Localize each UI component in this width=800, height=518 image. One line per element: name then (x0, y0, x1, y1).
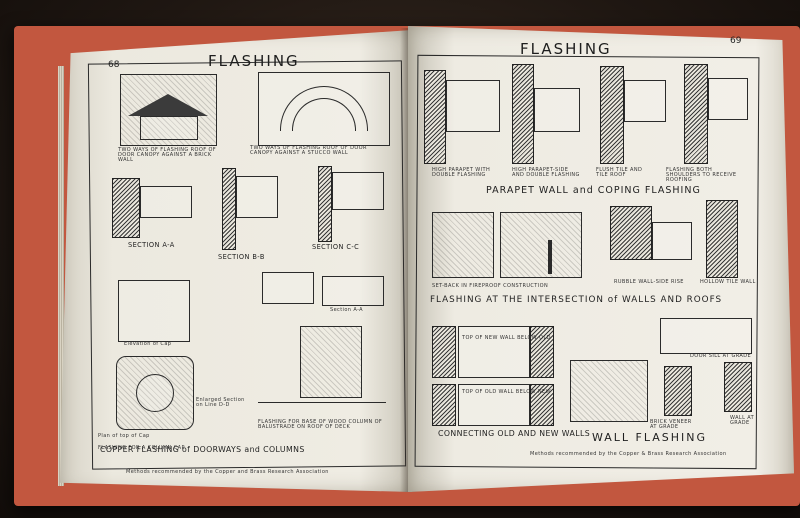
wall-flashing-title: WALL FLASHING (592, 431, 708, 444)
setback-drawing-1 (432, 212, 494, 278)
old-wall-right (530, 384, 554, 426)
new-wall-left (432, 326, 456, 378)
hollow-tile-drawing (706, 200, 738, 278)
balustrade-drawing (300, 326, 362, 398)
deck-line (258, 402, 386, 403)
parapet-4-detail (708, 78, 748, 120)
steel-beam (548, 240, 552, 274)
enlarged-section-label: Enlarged Section on Line D-D (196, 397, 245, 408)
gable-caption: TWO WAYS OF FLASHING ROOF OF DOOR CANOPY… (118, 147, 217, 163)
parapet-2-detail (534, 88, 580, 132)
left-footer-credit: Methods recommended by the Copper and Br… (126, 469, 329, 475)
parapet-1-wall (424, 70, 446, 164)
section-c-bracket (332, 172, 384, 210)
connecting-walls-label: CONNECTING OLD AND NEW WALLS (438, 429, 591, 438)
left-page-number: 68 (108, 60, 120, 70)
brick-veneer-drawing (664, 366, 692, 416)
set-back-label: SET-BACK IN FIREPROOF CONSTRUCTION (432, 283, 549, 289)
arch-caption: TWO WAYS OF FLASHING ROOF OF DOOR CANOPY… (250, 145, 367, 156)
wall-grade-drawing (724, 362, 752, 412)
top-new-wall-label: TOP OF NEW WALL BELOW OLD (462, 335, 551, 341)
parapet-1-detail (446, 80, 500, 132)
parapet-section-title: PARAPET WALL and COPING FLASHING (486, 185, 701, 196)
hollow-tile-label: HOLLOW TILE WALL (700, 279, 756, 285)
roof-flashing-view (262, 272, 314, 304)
old-wall-detail (458, 384, 530, 426)
section-b-bracket (236, 176, 278, 218)
intersection-section-title: FLASHING AT THE INTERSECTION of WALLS AN… (430, 295, 723, 305)
section-b-label: SECTION B-B (218, 253, 265, 261)
new-wall-detail (458, 326, 530, 378)
section-a2-drawing (322, 276, 384, 306)
section-a2-label: Section A-A (330, 307, 363, 313)
top-old-wall-label: TOP OF OLD WALL BELOW NEW (462, 389, 551, 395)
elevation-cap-label: Elevation of Cap (124, 341, 172, 347)
gable-window (140, 116, 198, 140)
parapet-3-detail (624, 80, 666, 122)
parapet-2-wall (512, 64, 534, 164)
left-footer-title: COPPER FLASHING of DOORWAYS and COLUMNS (100, 445, 305, 454)
parapet-3-wall (600, 66, 624, 164)
high-parapet-single-label: HIGH PARAPET-SIDE AND DOUBLE FLASHING (512, 167, 580, 178)
page-edges (58, 66, 64, 486)
brick-veneer-label: BRICK VENEER AT GRADE (650, 419, 692, 430)
flashing-both-label: FLASHING BOTH SHOULDERS TO RECEIVE ROOFI… (666, 167, 737, 183)
section-a-label: SECTION A-A (128, 241, 175, 249)
right-page-number: 69 (730, 36, 742, 46)
high-parapet-double-label: HIGH PARAPET WITH DOUBLE FLASHING (432, 167, 491, 178)
gable-roof-shape (128, 94, 208, 116)
section-a-bracket (140, 186, 192, 218)
rubble-wall-drawing (610, 206, 652, 260)
parapet-4-wall (684, 64, 708, 164)
left-page-title: FLASHING (208, 52, 300, 70)
column-plan-circle (136, 374, 174, 412)
balustrade-caption: FLASHING FOR BASE OF WOOD COLUMN OF BALU… (258, 419, 383, 430)
section-b-wall (222, 168, 236, 250)
rubble-wall-label: RUBBLE WALL-SIDE RISE (614, 279, 684, 285)
wall-grade-label: WALL AT GRADE (730, 415, 755, 426)
door-sill-label: DOOR SILL AT GRADE (690, 353, 752, 359)
connecting-wall-drawing (570, 360, 648, 422)
section-a-wall (112, 178, 140, 238)
section-c-label: SECTION C-C (312, 243, 360, 251)
column-cap-caption: FLASHING FOR A COLUMN CAP (98, 445, 185, 451)
right-page-title: FLASHING (520, 40, 612, 58)
column-cap-elevation (118, 280, 190, 342)
plan-cap-label: Plan of top of Cap (98, 433, 150, 439)
old-wall-left (432, 384, 456, 426)
section-c-wall (318, 166, 332, 242)
flush-tile-label: FLUSH TILE AND TILE ROOF (596, 167, 643, 178)
new-wall-right (530, 326, 554, 378)
right-footer-credit: Methods recommended by the Copper & Bras… (530, 451, 727, 457)
setback-drawing-2 (500, 212, 582, 278)
door-sill-drawing (660, 318, 752, 354)
rubble-roof-drawing (652, 222, 692, 260)
